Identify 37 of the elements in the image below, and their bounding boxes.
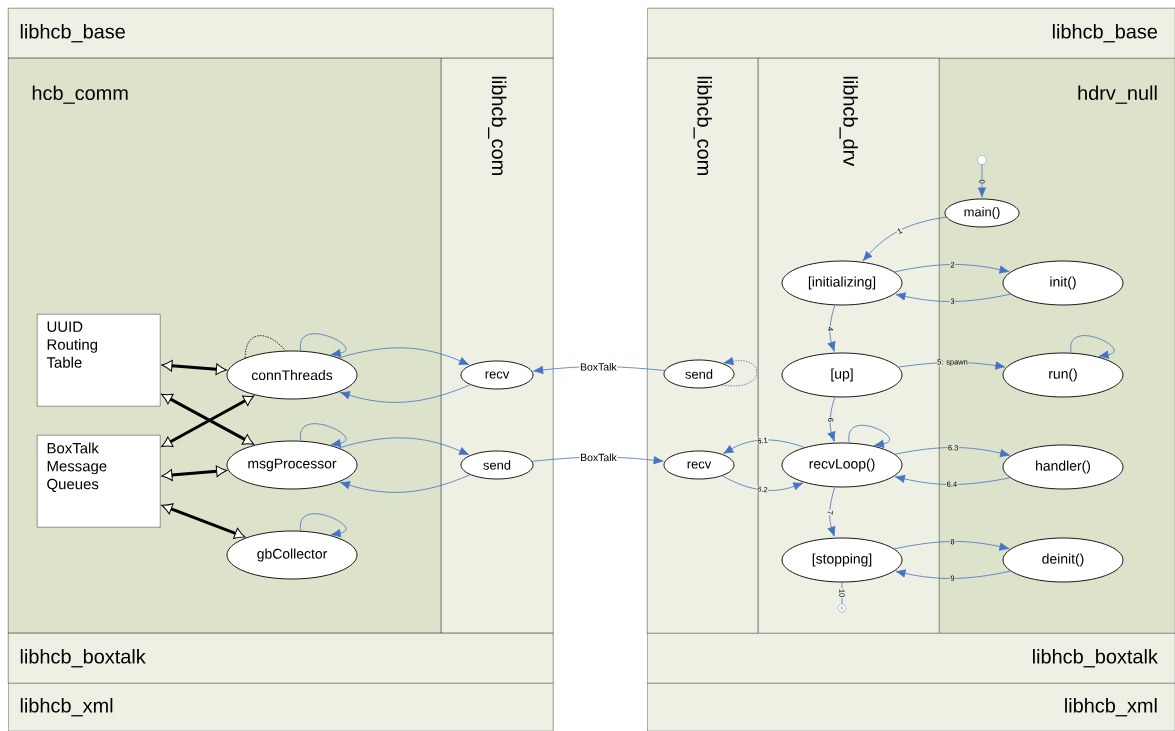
arrow bbox=[895, 292, 1011, 302]
layer-band: libhcb_base bbox=[647, 8, 1175, 59]
arrow bbox=[862, 216, 947, 262]
arrow bbox=[894, 447, 1011, 458]
arrow bbox=[827, 396, 836, 442]
arrow bbox=[338, 437, 470, 456]
layer-band: libhcb_boxtalk bbox=[8, 633, 554, 684]
loop-arrow bbox=[300, 423, 347, 448]
layer-band: libhcb_xml bbox=[647, 683, 1175, 731]
loop-arrow bbox=[1070, 335, 1115, 359]
arrow bbox=[827, 304, 836, 352]
hollow-arrow bbox=[161, 465, 228, 481]
loop-arrow bbox=[721, 357, 758, 387]
hollow-arrow bbox=[161, 503, 246, 539]
arrow bbox=[894, 264, 1010, 274]
layer-band: libhcb_boxtalk bbox=[647, 633, 1175, 684]
loop-arrow bbox=[848, 424, 891, 448]
arrow bbox=[894, 474, 1011, 485]
arrow bbox=[894, 541, 1010, 551]
arrow bbox=[723, 439, 805, 454]
arrow bbox=[339, 384, 471, 403]
arrow bbox=[339, 474, 471, 493]
end-circle bbox=[837, 603, 847, 613]
arrow bbox=[895, 569, 1011, 579]
edge-label: BoxTalk bbox=[579, 362, 618, 372]
arrow bbox=[977, 164, 987, 198]
arrow bbox=[338, 347, 470, 366]
arrow bbox=[827, 486, 836, 537]
data-box: UUID Routing Table bbox=[37, 314, 161, 407]
loop-arrow bbox=[300, 333, 347, 358]
layer-band: libhcb_base bbox=[8, 8, 554, 59]
edge-label: BoxTalk bbox=[579, 452, 618, 462]
data-box: BoxTalk Message Queues bbox=[37, 435, 161, 528]
hollow-arrow bbox=[161, 359, 227, 376]
arrow bbox=[721, 475, 804, 491]
loop-arrow bbox=[300, 513, 347, 538]
layer-band: libhcb_xml bbox=[8, 683, 554, 731]
